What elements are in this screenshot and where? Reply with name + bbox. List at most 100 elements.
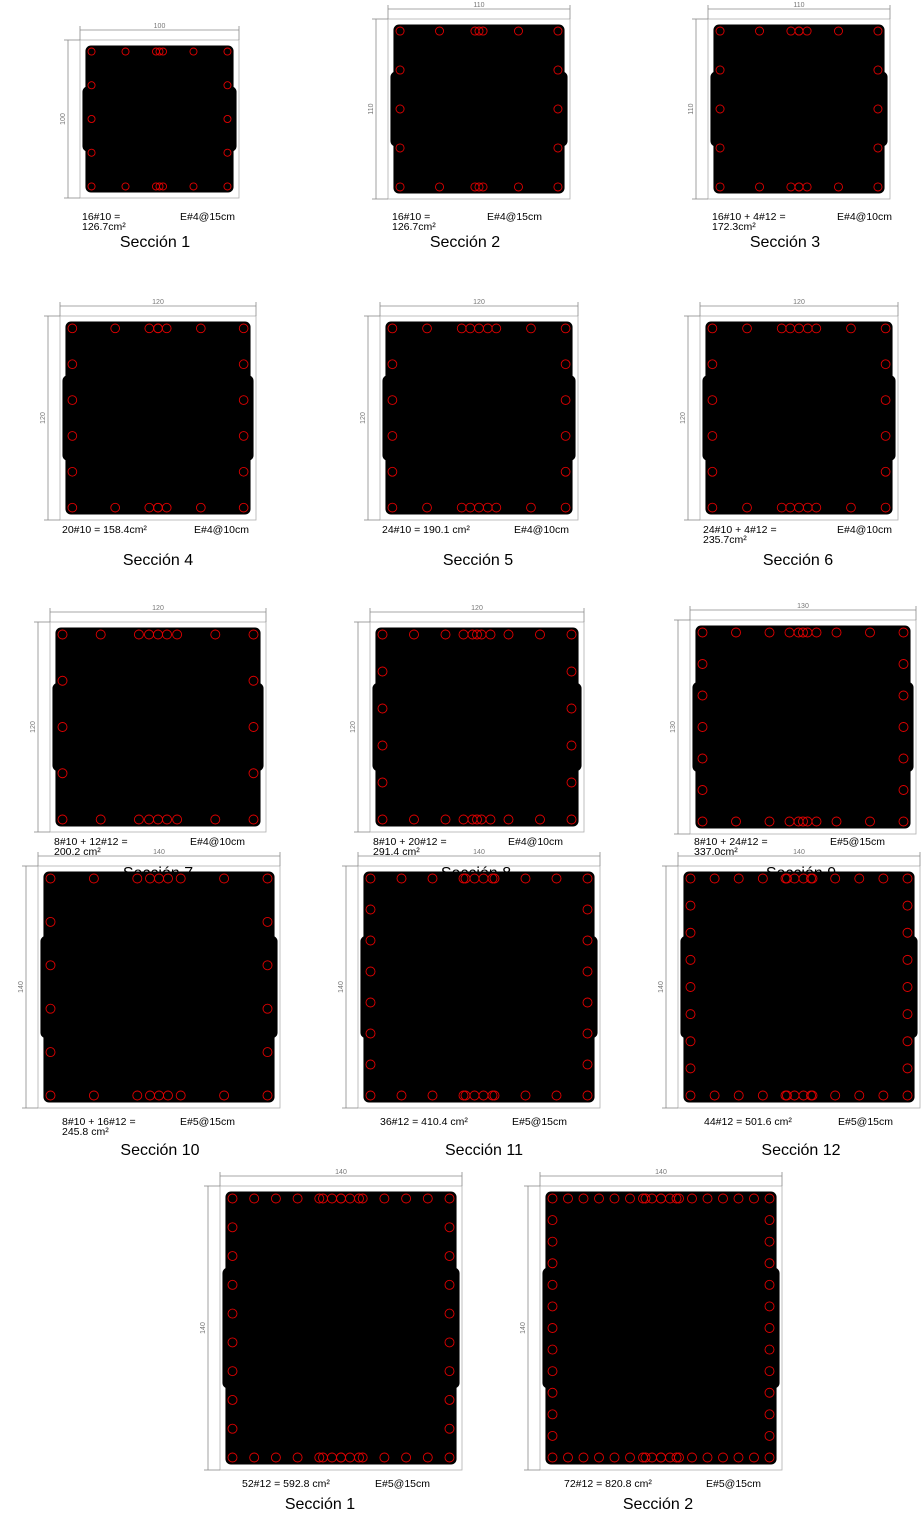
rebar (227, 1452, 238, 1463)
stirrup-hook (179, 331, 191, 343)
stirrup-hook (543, 1275, 559, 1287)
diamond-tie (69, 325, 247, 511)
rebar (764, 627, 775, 638)
dimension-height-label: 120 (350, 721, 357, 733)
rebar (444, 1452, 455, 1463)
rebar (764, 1215, 775, 1226)
stirrup-hook (711, 83, 727, 95)
diamond-tie-inner (372, 880, 586, 1094)
rebar (513, 182, 523, 192)
stirrup-spec-label: E#5@15cm (706, 1478, 761, 1490)
diamond-tie (229, 1195, 453, 1461)
steel-area-label: 24#10 + 4#12 = (703, 524, 777, 536)
rebar (640, 1193, 651, 1204)
rebar (238, 431, 249, 441)
steel-area-label: 16#10 + 4#12 = (712, 211, 786, 223)
stirrup-hook (373, 695, 389, 706)
rebar (155, 182, 164, 191)
rebar (807, 873, 818, 884)
rebar (902, 1009, 913, 1020)
stirrup-hook (836, 635, 847, 647)
rebar (238, 395, 249, 405)
rebar (764, 816, 775, 827)
rebar (435, 182, 445, 192)
rebar (898, 659, 909, 669)
diamond-tie-inner (234, 1200, 448, 1456)
stirrup-spec-label: E#4@10cm (837, 211, 892, 223)
rebar (902, 927, 913, 938)
rebar (685, 954, 696, 965)
rebar (733, 873, 744, 884)
rebar (685, 873, 696, 884)
steel-area-label: 24#10 = 190.1 cm² (382, 524, 470, 536)
section-boundary (369, 621, 585, 833)
rebar (45, 960, 56, 971)
stirrup-hook (83, 94, 99, 106)
dimension-height-label: 140 (658, 981, 665, 993)
rebar (671, 1193, 682, 1204)
rebar (563, 1193, 573, 1204)
rebar (210, 814, 221, 825)
rebar (578, 1193, 589, 1204)
rebar (163, 1090, 173, 1101)
rebar (566, 777, 577, 788)
stirrup-hook (53, 691, 69, 702)
section-boundary (379, 315, 579, 521)
rebar (547, 1430, 558, 1441)
stirrup-hook (826, 881, 837, 893)
rebar (227, 1423, 238, 1434)
rebar (223, 81, 232, 90)
steel-area-label: 44#12 = 501.6 cm² (704, 1116, 792, 1128)
rebar (873, 182, 883, 192)
rebar (707, 323, 718, 334)
rebar (262, 960, 273, 971)
stirrup-hook (361, 944, 377, 955)
horizontal-stirrup-inner (65, 378, 251, 458)
rebar (444, 1423, 455, 1434)
rebar (547, 1215, 558, 1226)
dimension-width-label: 140 (335, 1169, 347, 1176)
rebar (764, 1409, 775, 1420)
rebar (547, 1409, 558, 1420)
rebar (422, 502, 432, 513)
rebar (535, 814, 545, 825)
rebar (674, 1193, 684, 1204)
rebar (811, 816, 822, 827)
rebar (395, 143, 405, 153)
horizontal-stirrup-inner (713, 74, 885, 144)
rebar (87, 81, 96, 90)
stirrup-hook (507, 34, 518, 46)
rebar (513, 26, 523, 36)
rebar (377, 814, 388, 825)
rebar (57, 814, 68, 825)
rebar (379, 1193, 390, 1204)
diamond-tie (379, 631, 575, 823)
rebar (377, 777, 388, 788)
dimension-height-label: 140 (200, 1322, 207, 1334)
steel-area-label: 16#10 = (82, 211, 120, 223)
rebar (444, 1337, 455, 1348)
rebar (377, 703, 388, 714)
rebar (435, 26, 445, 36)
stirrup-hook (696, 1201, 707, 1213)
rebar (798, 816, 808, 827)
rebar (535, 629, 545, 640)
stirrup-hook (508, 637, 520, 649)
rebar (444, 1308, 455, 1319)
rebar (444, 1251, 455, 1262)
rebar (67, 466, 78, 477)
horizontal-stirrup-inner (43, 938, 275, 1036)
stirrup-hook (187, 331, 199, 343)
rebar (520, 1090, 531, 1101)
rebar (685, 1063, 696, 1074)
rebar (444, 1366, 455, 1377)
rebar (365, 935, 376, 946)
rebar (831, 627, 842, 638)
rebar (227, 1279, 238, 1290)
rebar (422, 1193, 433, 1204)
stirrup-hook (180, 55, 192, 67)
diamond-tie (367, 875, 591, 1099)
